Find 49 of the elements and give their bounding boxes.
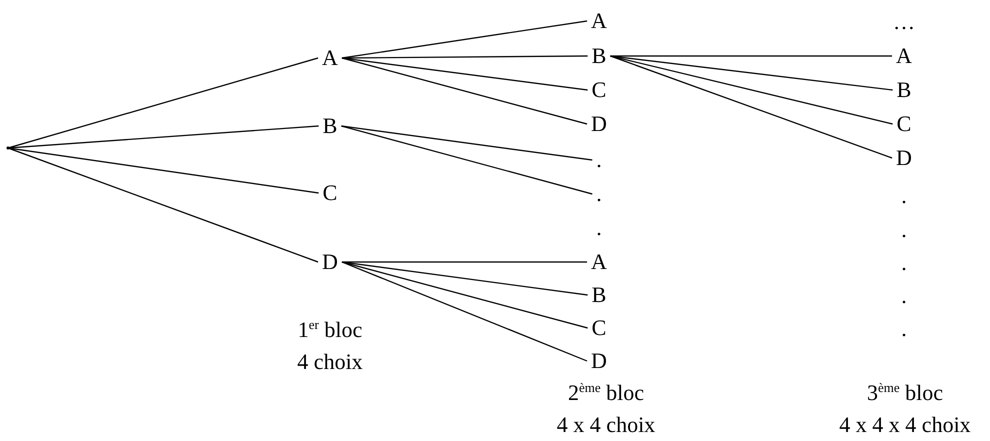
choice-letter: .: [592, 216, 606, 240]
branch-line: [341, 125, 592, 195]
choice-letter: A: [587, 9, 611, 33]
branch-line: [610, 55, 892, 159]
choice-letter: .: [897, 317, 911, 341]
choice-letter: .: [897, 184, 911, 208]
branch-line: [342, 57, 588, 125]
choice-letter: A: [892, 44, 916, 68]
choice-letter: C: [588, 316, 610, 340]
branch-line: [8, 147, 318, 263]
choice-letter: .: [897, 284, 911, 308]
branch-line: [342, 57, 588, 91]
choice-letter: B: [588, 283, 610, 307]
branch-line: [342, 20, 588, 59]
choice-letter: C: [318, 181, 342, 205]
branch-line: [8, 125, 319, 149]
branch-line: [342, 55, 588, 59]
branch-line: [341, 125, 592, 161]
branch-line: [342, 261, 588, 329]
level-caption: 4 x 4 choix: [556, 412, 656, 438]
branch-line: [8, 57, 318, 149]
choice-letter: .: [592, 182, 606, 206]
level-caption: 2$^{ème}$ bloc: [568, 380, 644, 406]
level-caption: 4 choix: [297, 349, 363, 375]
branch-line: [342, 261, 588, 362]
choice-letter: D: [318, 250, 342, 274]
choice-letter: B: [588, 44, 610, 68]
branch-line: [342, 261, 588, 263]
choice-letter: .: [897, 218, 911, 242]
branch-point: [6, 146, 10, 150]
choice-letter: .: [592, 148, 606, 172]
choice-letter: .: [897, 251, 911, 275]
level-caption: 4 x 4 x 4 choix: [839, 412, 971, 438]
branch-line: [342, 261, 588, 296]
choice-letter: D: [587, 349, 611, 373]
choice-letter: C: [892, 112, 916, 136]
choice-letter: D: [892, 146, 916, 170]
level-caption: 1$^{er}$ bloc: [298, 317, 362, 343]
branch-line: [610, 55, 893, 125]
choice-letter: …: [889, 10, 919, 34]
branch-line: [610, 55, 893, 91]
branch-line: [8, 147, 319, 194]
choice-letter: B: [892, 78, 916, 102]
choice-letter: A: [318, 46, 342, 70]
choice-letter: C: [588, 78, 610, 102]
choice-letter: A: [587, 250, 611, 274]
choice-letter: D: [587, 112, 611, 136]
choice-letter: B: [318, 114, 342, 138]
level-caption: 3$^{ème}$ bloc: [866, 380, 944, 406]
